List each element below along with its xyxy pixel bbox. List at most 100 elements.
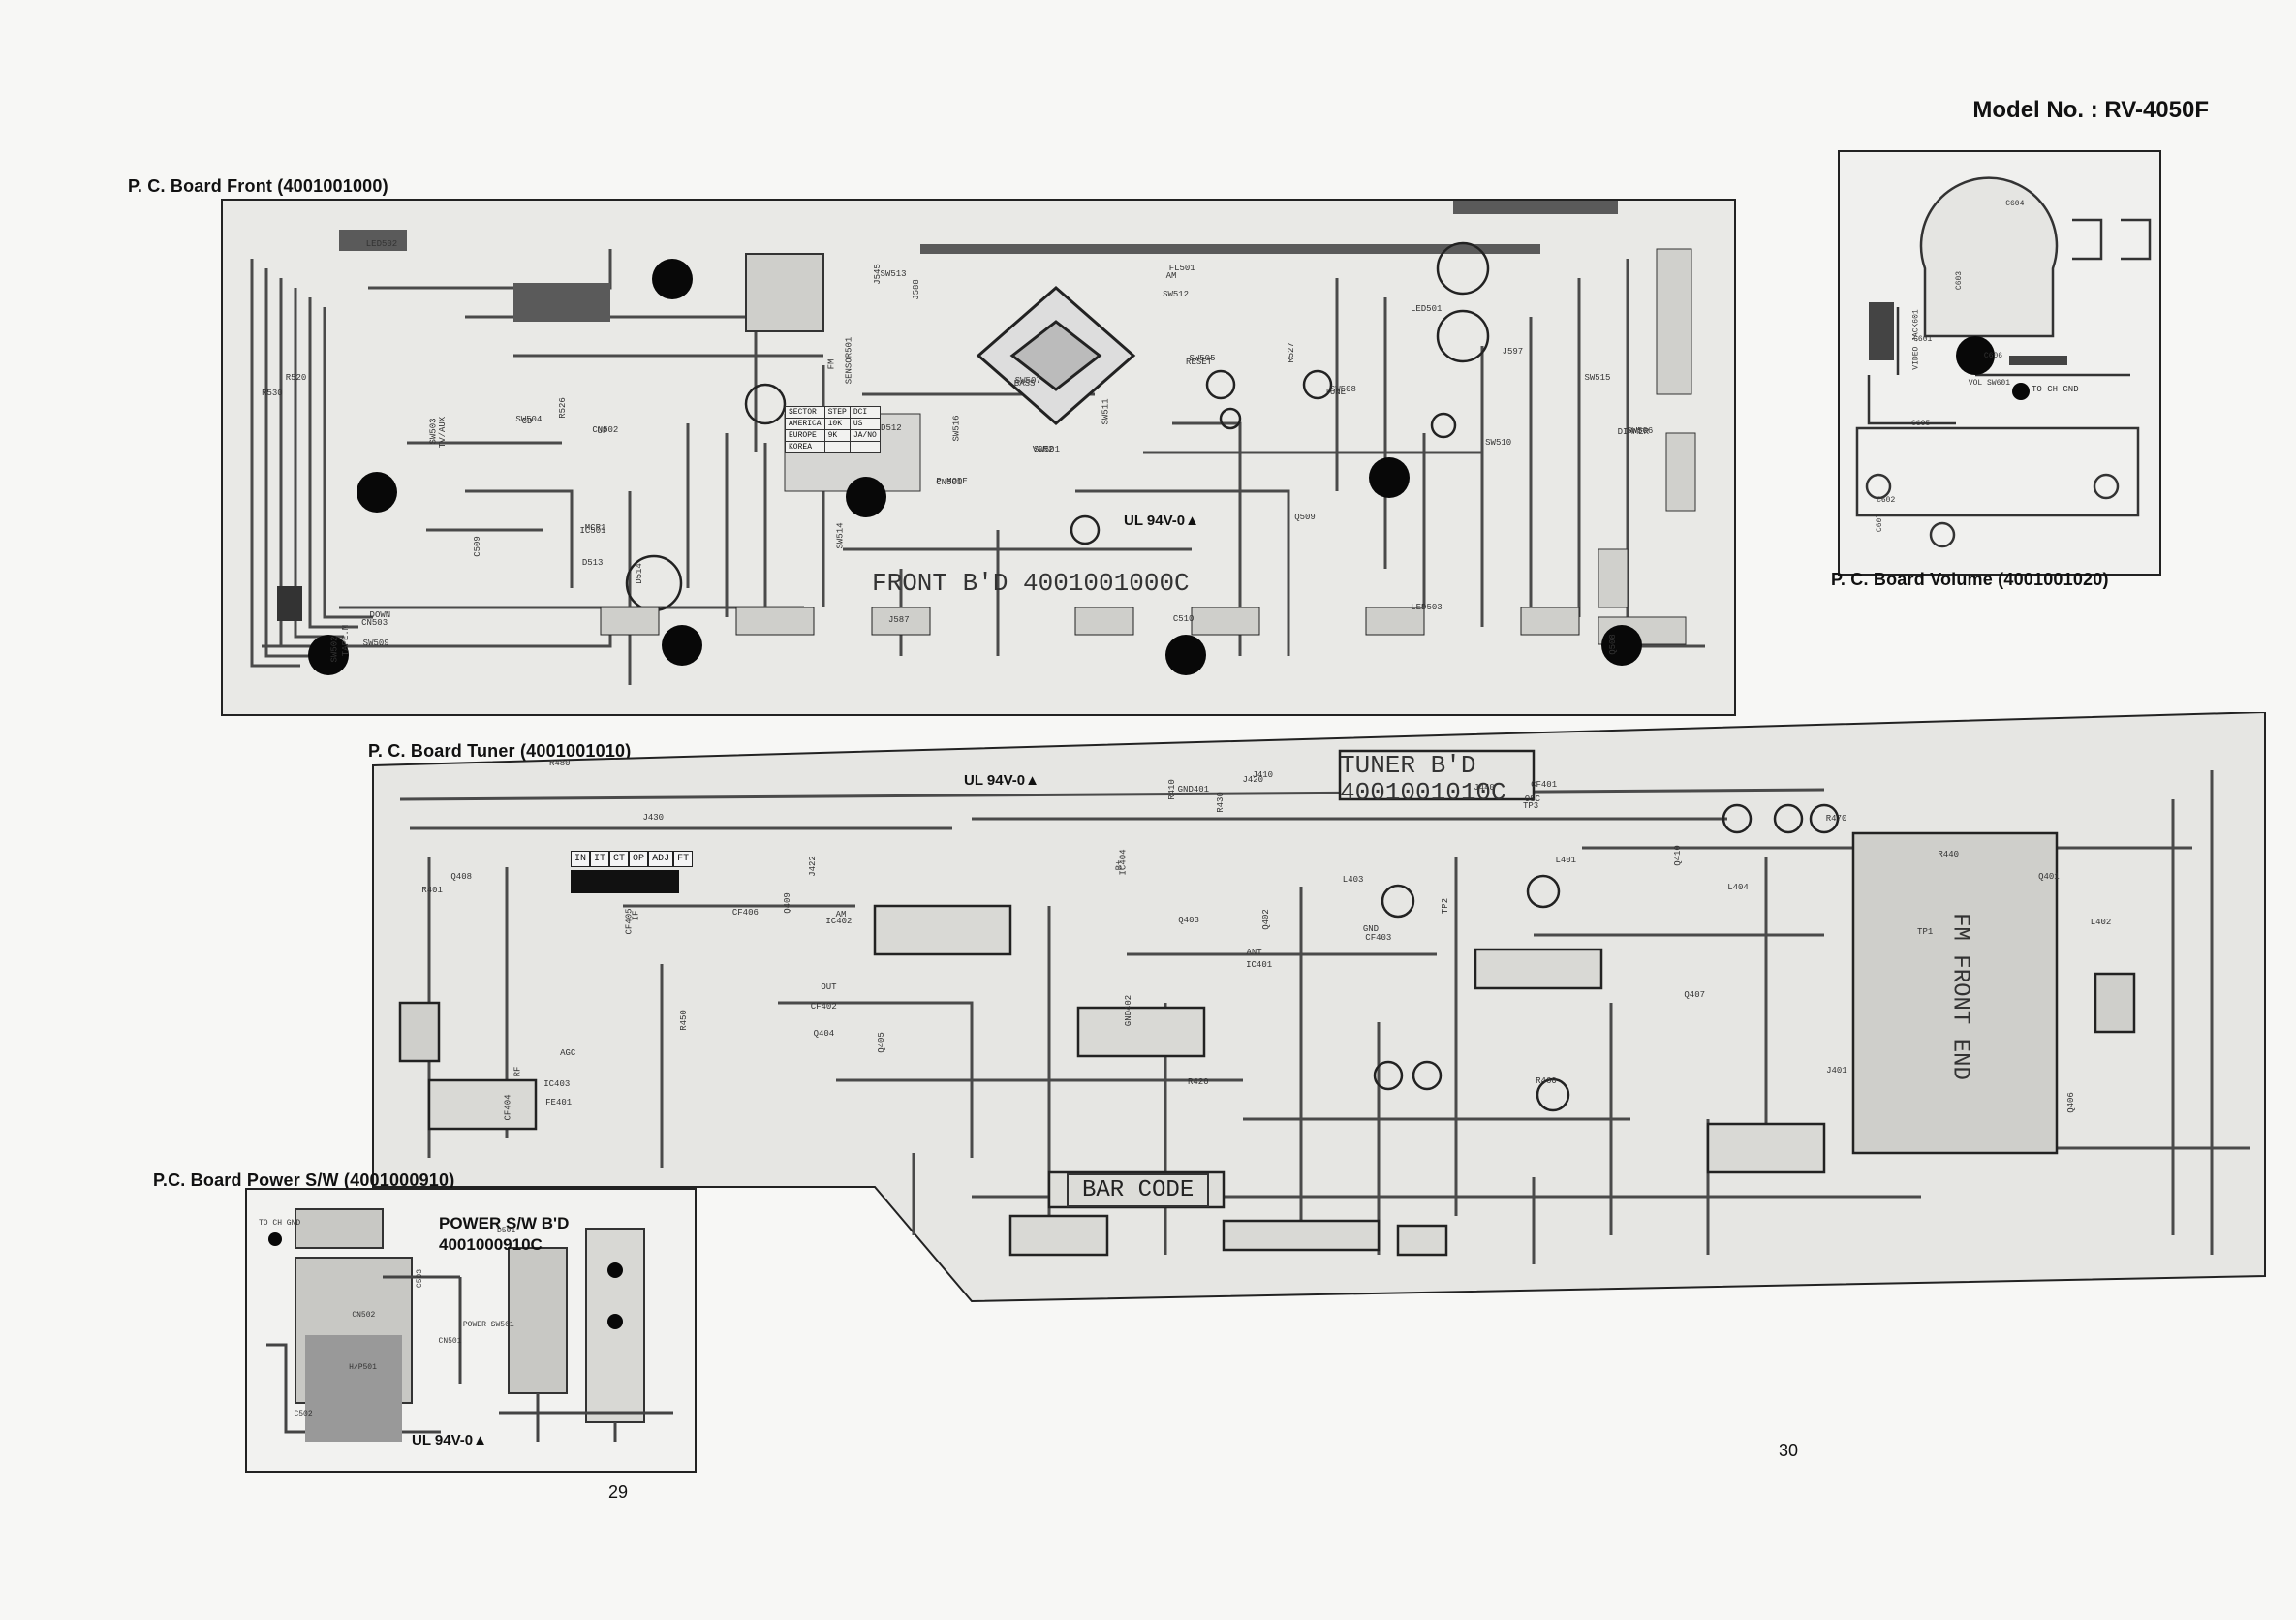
component-designator: FE401 xyxy=(545,1097,573,1107)
component-designator: C604 xyxy=(2005,200,2025,209)
component-designator: AM xyxy=(835,910,847,920)
component-designator: R470 xyxy=(1825,814,1847,825)
component-designator: CN503 xyxy=(361,617,388,628)
region-table-cell xyxy=(823,441,851,453)
tuner-board-title: P. C. Board Tuner (4001001010) xyxy=(368,741,632,761)
component-designator: SW505 xyxy=(1189,354,1216,364)
component-designator: Q402 xyxy=(1260,909,1271,931)
component-designator: R450 xyxy=(678,1010,689,1031)
power-board-heading-2: 4001000910C xyxy=(439,1235,543,1254)
component-designator: TP2 xyxy=(1441,897,1451,915)
mounting-hole xyxy=(607,1314,623,1329)
component-designator: SW502 xyxy=(329,636,340,663)
region-table-cell: DCI xyxy=(849,406,881,419)
component-designator: C502 xyxy=(294,1410,313,1419)
mounting-hole xyxy=(1956,336,1995,375)
component-designator: SW511 xyxy=(1101,398,1111,425)
component-designator: LED503 xyxy=(1411,602,1443,612)
front-ul-mark: UL 94V-0▲ xyxy=(1124,513,1199,529)
mounting-hole xyxy=(1165,635,1206,675)
component-designator: LED502 xyxy=(365,238,398,249)
component-designator: Q409 xyxy=(782,892,792,914)
tuner-silk-label-1: TUNER B'D xyxy=(1340,751,1476,780)
mounting-hole xyxy=(652,259,693,299)
region-table-cell: KOREA xyxy=(785,441,825,453)
region-table-cell: JA/NO xyxy=(849,429,881,442)
region-table-cell: AMERICA xyxy=(785,418,825,430)
front-board-silk-label: FRONT B'D 4001001000C xyxy=(872,569,1190,598)
component-designator: J588 xyxy=(912,279,922,300)
component-designator: SW507 xyxy=(1014,375,1041,386)
volume-board-title: P. C. Board Volume (4001001020) xyxy=(1831,570,2109,589)
component-designator: R480 xyxy=(548,759,571,769)
component-designator: VCR2 xyxy=(1032,445,1054,455)
component-designator: SW506 xyxy=(1627,426,1654,437)
front-board-traces xyxy=(250,201,1705,685)
component-designator: J401 xyxy=(1826,1066,1847,1076)
component-designator: DOWN xyxy=(369,610,391,621)
component-designator: R530 xyxy=(262,389,283,399)
region-table-cell: 9K xyxy=(823,429,851,442)
component-designator: Q407 xyxy=(1684,990,1705,1001)
component-designator: IC403 xyxy=(543,1079,571,1090)
region-table-cell xyxy=(849,441,881,453)
component-designator: L404 xyxy=(1727,882,1749,892)
component-designator: B+ xyxy=(1114,859,1125,871)
init-label: IT xyxy=(590,851,610,867)
component-designator: Q403 xyxy=(1178,915,1199,925)
component-designator: SW515 xyxy=(1584,373,1611,384)
region-table-cell: EUROPE xyxy=(785,429,825,442)
component-designator: Q401 xyxy=(2038,872,2060,883)
component-designator: OSC xyxy=(1524,794,1540,804)
init-label: FT xyxy=(673,851,694,867)
component-designator: LED501 xyxy=(1410,303,1443,314)
power-board: TO CH GND POWER S/W B'D 4001000910C UL 9… xyxy=(245,1188,697,1473)
init-label: ADJ xyxy=(648,851,674,867)
power-ground-label: TO CH GND xyxy=(259,1219,301,1228)
component-designator: AGC xyxy=(560,1047,576,1058)
component-designator: SW514 xyxy=(835,521,846,549)
component-designator: Q410 xyxy=(1672,845,1683,866)
component-designator: R410 xyxy=(1167,778,1178,800)
component-designator: Q404 xyxy=(813,1028,835,1039)
volume-ground-label: TO CH GND xyxy=(2032,385,2079,394)
component-designator: SW510 xyxy=(1485,437,1512,448)
mounting-hole xyxy=(308,635,349,675)
component-designator: C605 xyxy=(1911,420,1931,429)
component-designator: CN501 xyxy=(936,477,963,487)
component-designator: GND402 xyxy=(1123,994,1133,1027)
component-designator: C601 xyxy=(1913,334,1933,344)
component-designator: J545 xyxy=(873,263,884,285)
component-designator: R526 xyxy=(557,397,568,420)
region-table-cell: 10K xyxy=(823,418,851,430)
component-designator: SW503 xyxy=(428,418,439,445)
component-designator: SW501 xyxy=(1033,445,1060,455)
component-designator: SW509 xyxy=(362,639,389,649)
model-number: Model No. : RV-4050F xyxy=(1972,97,2209,123)
component-designator: UP xyxy=(597,426,608,437)
component-designator: CN502 xyxy=(352,1310,376,1320)
mounting-hole xyxy=(1369,457,1410,498)
component-designator: CF401 xyxy=(1531,779,1558,790)
mounting-hole xyxy=(357,472,397,513)
component-designator: L401 xyxy=(1555,856,1577,866)
ground-point xyxy=(268,1232,282,1246)
component-designator: CF403 xyxy=(1365,933,1392,944)
component-designator: AM xyxy=(1165,271,1177,282)
component-designator: CN501 xyxy=(438,1337,462,1347)
component-designator: IF xyxy=(631,910,641,921)
component-designator: Q509 xyxy=(1294,512,1316,522)
component-designator: J440 xyxy=(1474,783,1495,794)
power-board-title: P.C. Board Power S/W (4001000910) xyxy=(153,1170,455,1190)
component-designator: TP1 xyxy=(1917,926,1934,937)
component-designator: CD xyxy=(521,416,533,426)
component-designator: CF404 xyxy=(503,1093,513,1121)
component-designator: TAPE.M xyxy=(341,625,352,657)
component-designator: SW504 xyxy=(515,415,543,425)
component-designator: J430 xyxy=(642,812,665,823)
component-designator: D514 xyxy=(635,562,645,584)
component-designator: VIDEO JACK601 xyxy=(1911,309,1921,370)
region-table-cell: SECTOR xyxy=(785,406,825,419)
